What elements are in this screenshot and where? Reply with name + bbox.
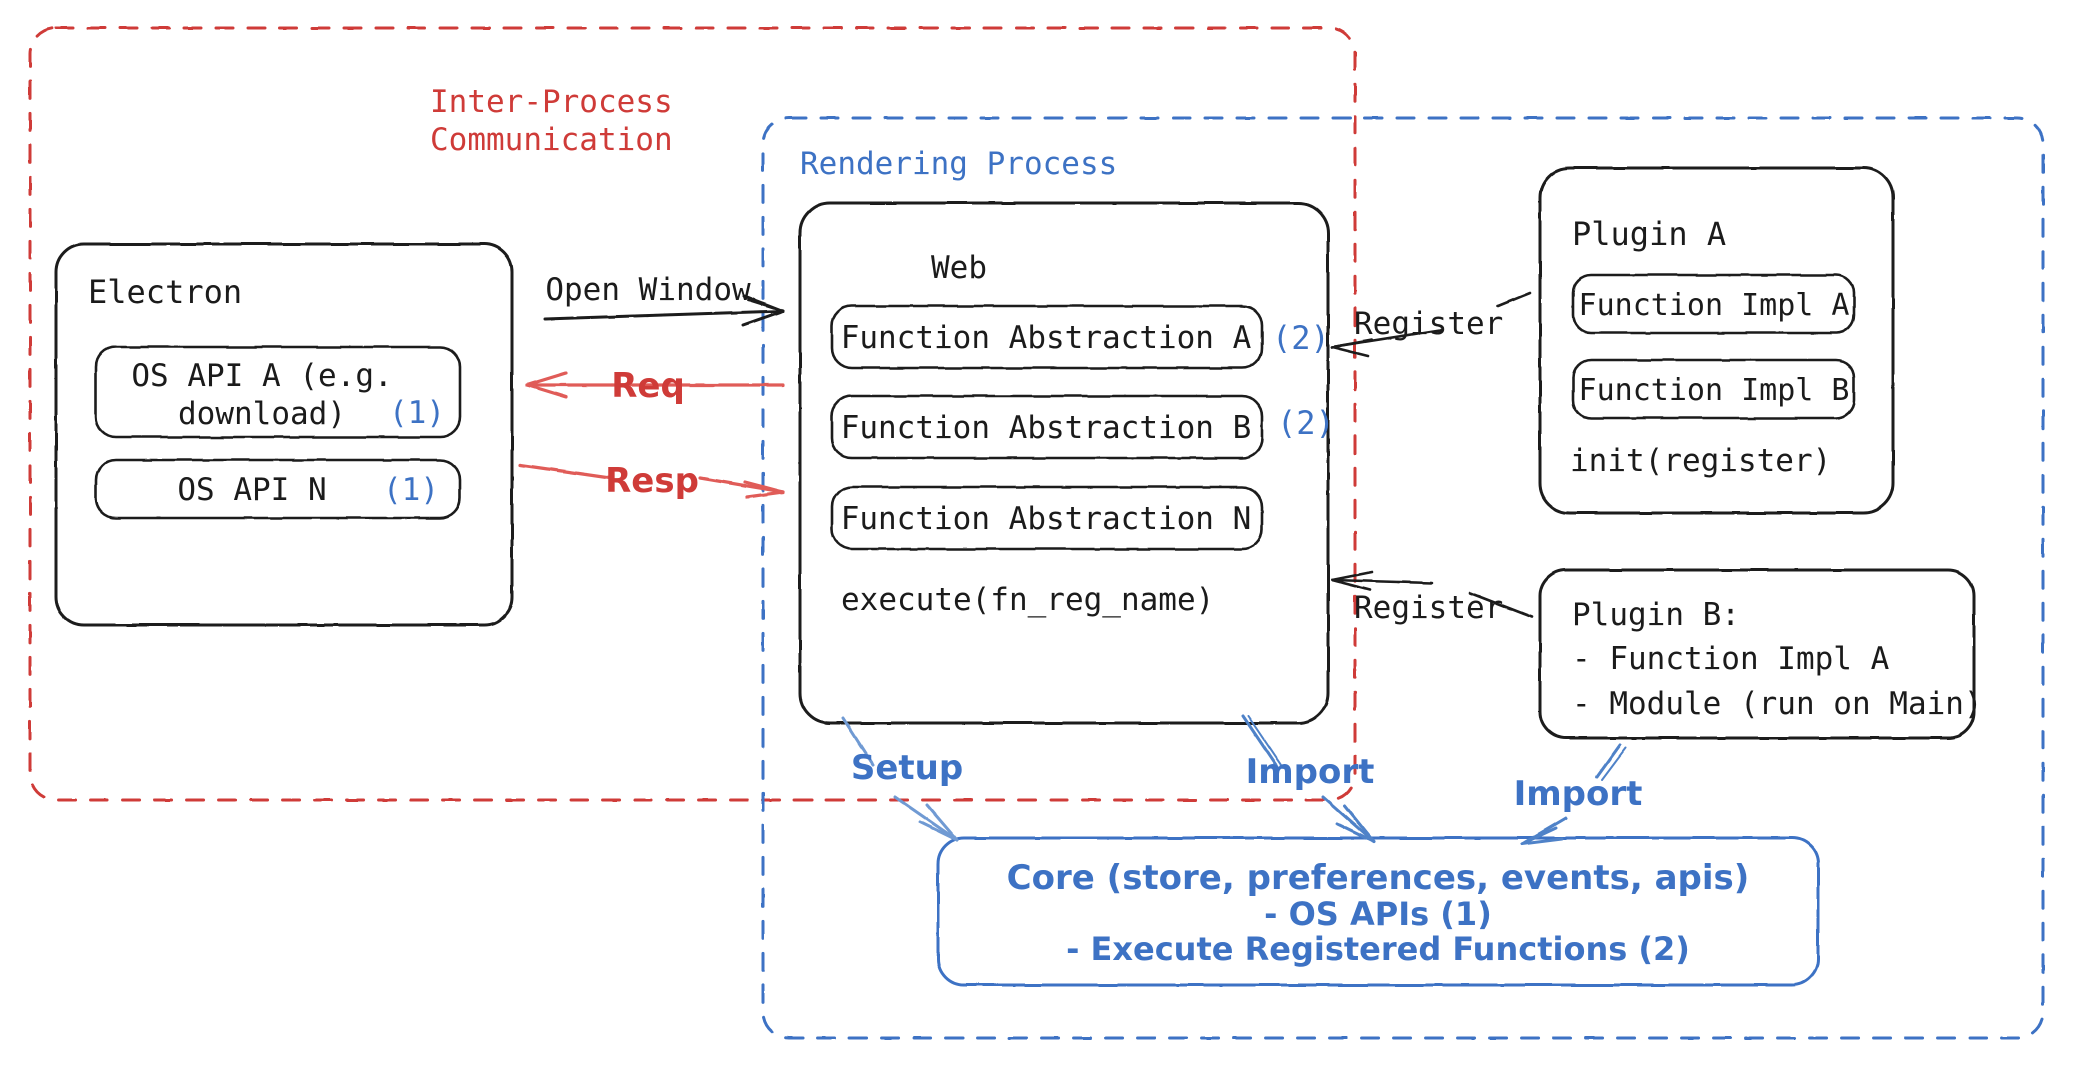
function-abstraction-b-box-border: [830, 394, 1264, 460]
function-abstraction-n-label[interactable]: Function Abstraction N: [840, 501, 1252, 537]
plugin-b-box-border: [1538, 568, 1976, 740]
plugin-a-init-label: init(register): [1570, 443, 1832, 479]
os-api-n-box-border: [94, 458, 462, 520]
resp-arrow: [518, 463, 785, 499]
import-web-arrow: [1241, 714, 1376, 844]
function-impl-b-box-border: [1571, 358, 1856, 420]
function-abstraction-b-label[interactable]: Function Abstraction B: [840, 410, 1252, 446]
function-abstraction-a-tag: (2): [1272, 319, 1330, 357]
function-impl-a-label[interactable]: Function Impl A: [1578, 288, 1850, 323]
function-impl-a-box-border: [1571, 273, 1856, 335]
plugin-a-box-border: [1538, 166, 1895, 515]
plugin-b-line-2: - Module (run on Main): [1572, 686, 1983, 722]
web-execute-label: execute(fn_reg_name): [841, 582, 1215, 618]
core-line-3: - Execute Registered Functions (2): [1066, 930, 1690, 968]
web-box-border: [798, 201, 1330, 725]
register-plugin-a-label: Register: [1354, 306, 1504, 342]
core-line-1: Core (store, preferences, events, apis): [1006, 858, 1750, 898]
ipc-region-title: Inter-Process Communication: [430, 84, 673, 158]
function-impl-b-label[interactable]: Function Impl B: [1578, 373, 1850, 408]
resp-label: Resp: [605, 461, 699, 501]
ipc-region-border: [28, 26, 1357, 802]
plugin-b-line-1: - Function Impl A: [1572, 641, 1890, 677]
core-box-border: [936, 836, 1820, 987]
function-abstraction-b-tag: (2): [1277, 404, 1335, 442]
electron-title: Electron: [88, 273, 243, 311]
setup-arrow: [841, 716, 959, 842]
req-label: Req: [611, 366, 685, 406]
open-window-label: Open Window: [545, 272, 751, 308]
function-abstraction-a-label[interactable]: Function Abstraction A: [840, 320, 1252, 356]
os-api-a-label[interactable]: OS API A (e.g. download): [131, 358, 393, 432]
os-api-a-tag: (1): [389, 395, 445, 431]
web-title: Web: [931, 250, 987, 286]
import-plugin-b-arrow: [1520, 743, 1627, 846]
plugin-b-title: Plugin B:: [1572, 597, 1740, 633]
function-abstraction-n-box-border: [830, 485, 1264, 551]
register-plugin-b-arrow: [1330, 570, 1534, 619]
os-api-n-label[interactable]: OS API N: [177, 472, 327, 508]
rendering-region-border: [761, 116, 2045, 1040]
register-plugin-b-label: Register: [1354, 590, 1504, 626]
import-web-label: Import: [1245, 752, 1375, 792]
req-arrow: [525, 371, 785, 399]
import-plugin-b-label: Import: [1513, 774, 1643, 814]
os-api-n-tag: (1): [383, 472, 439, 508]
register-plugin-a-arrow: [1330, 291, 1532, 358]
rendering-region-title: Rendering Process: [800, 146, 1118, 182]
core-line-2: - OS APIs (1): [1264, 895, 1492, 933]
setup-label: Setup: [850, 748, 964, 788]
open-window-arrow: [543, 294, 785, 327]
os-api-a-box-border: [94, 345, 462, 439]
plugin-a-title: Plugin A: [1572, 215, 1727, 253]
function-abstraction-a-box-border: [830, 304, 1264, 370]
